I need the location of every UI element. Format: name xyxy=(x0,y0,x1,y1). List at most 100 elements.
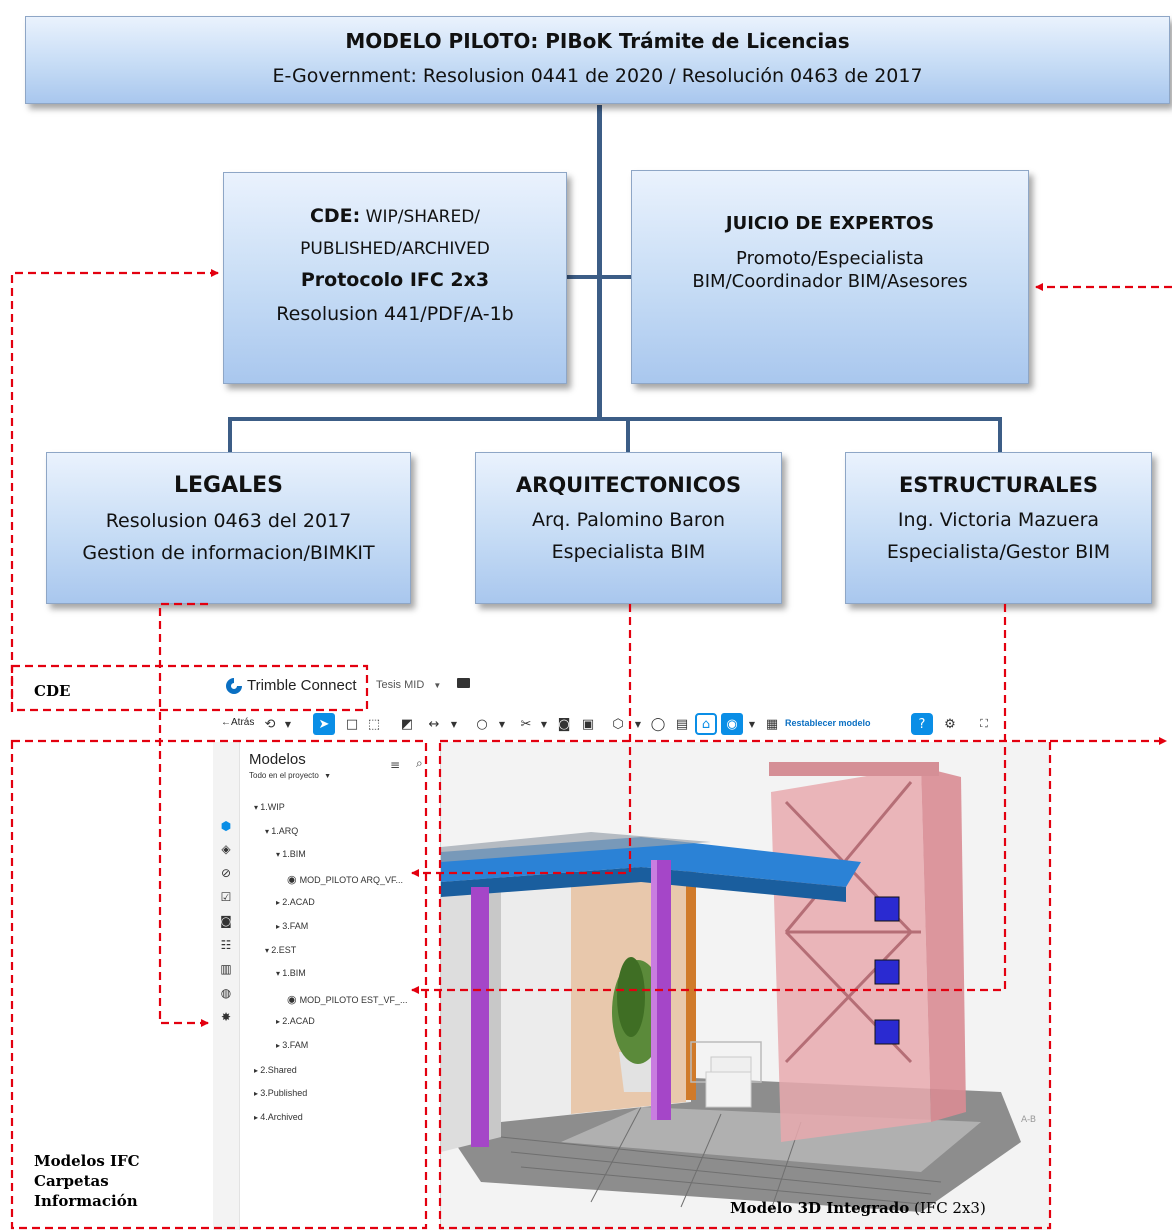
box-select-icon[interactable]: □ xyxy=(345,716,359,732)
tree-folder-item[interactable]: ▸ 2.ACAD xyxy=(276,897,315,907)
tree-folder-item[interactable]: ▾ 1.WIP xyxy=(254,802,285,812)
arq-line1: Arq. Palomino Baron xyxy=(532,509,725,531)
legales-box: LEGALES Resolusion 0463 del 2017 Gestion… xyxy=(46,452,411,604)
fit-icon[interactable]: ⬚ xyxy=(367,716,381,732)
panel-filter[interactable]: Todo en el proyecto ▼ xyxy=(249,771,331,780)
layers-icon[interactable]: ▤ xyxy=(675,716,689,732)
tree-folder-item[interactable]: ▸ 3.Published xyxy=(254,1088,307,1098)
arrow-left-icon: ← xyxy=(221,717,231,728)
shield-icon[interactable]: ◯ xyxy=(650,716,666,732)
orbit-icon[interactable]: ⟲ xyxy=(264,716,276,732)
model3d-rest: (IFC 2x3) xyxy=(909,1199,986,1217)
3d-viewport[interactable]: A-B B-B xyxy=(441,742,1050,1230)
cde-label: CDE xyxy=(34,682,71,700)
connector-arq xyxy=(626,417,630,453)
experts-line1: Promoto/Especialista xyxy=(736,248,924,269)
caret-right-icon: ▸ xyxy=(276,1017,283,1026)
eye-icon[interactable]: ◉ xyxy=(721,713,743,735)
tree-folder-item[interactable]: ▸ 2.Shared xyxy=(254,1065,297,1075)
tree-item-label: 3.Published xyxy=(260,1088,308,1098)
cde-prefix: CDE: xyxy=(309,205,361,227)
caret-right-icon: ▸ xyxy=(254,1113,261,1122)
caret-down-icon: ▾ xyxy=(254,803,261,812)
tree-folder-item[interactable]: ▸ 3.FAM xyxy=(276,921,308,931)
experts-title: JUICIO DE EXPERTOS xyxy=(725,213,935,234)
sort-icon[interactable]: ≡ xyxy=(390,758,401,772)
trimble-logo-icon xyxy=(226,678,242,694)
models-icon[interactable]: ⬢ xyxy=(220,819,232,833)
cde-line2: PUBLISHED/ARCHIVED xyxy=(300,239,490,259)
model-file-item[interactable]: ◉ MOD_PILOTO EST_VF_... xyxy=(287,993,408,1006)
layers-side-icon[interactable]: ◈ xyxy=(221,842,231,856)
camera-icon[interactable]: ◙ xyxy=(557,716,571,732)
est-line2: Especialista/Gestor BIM xyxy=(886,541,1111,563)
shape-dropdown-icon[interactable]: ▼ xyxy=(498,719,506,729)
tree-folder-item[interactable]: ▸ 4.Archived xyxy=(254,1112,303,1122)
model-file-item[interactable]: ◉ MOD_PILOTO ARQ_VF... xyxy=(287,873,403,886)
help-icon[interactable]: ? xyxy=(911,713,933,735)
experts-line2: BIM/Coordinador BIM/Asesores xyxy=(692,271,968,292)
tree-folder-item[interactable]: ▸ 3.FAM xyxy=(276,1040,308,1050)
project-selector[interactable]: Tesis MID ▼ xyxy=(376,679,441,691)
cde-line1-rest: WIP/SHARED/ xyxy=(360,207,481,227)
connector-legales xyxy=(228,417,232,453)
caret-right-icon: ▸ xyxy=(254,1066,261,1075)
trimble-connect-window: Trimble Connect Tesis MID ▼ ←Atrás ⟲ ▼ ➤… xyxy=(213,666,1050,1230)
note-icon[interactable]: ▣ xyxy=(581,716,595,732)
project-name: Tesis MID xyxy=(376,679,425,691)
tree-item-label: MOD_PILOTO ARQ_VF... xyxy=(299,875,404,885)
tree-folder-item[interactable]: ▾ 1.BIM xyxy=(276,849,306,859)
tree-icon[interactable]: ☷ xyxy=(220,938,232,952)
caret-right-icon: ▸ xyxy=(276,922,283,931)
checklist-icon[interactable]: ☑ xyxy=(220,890,232,904)
tree-item-label: 2.Shared xyxy=(260,1065,297,1075)
tree-item-label: 1.WIP xyxy=(260,802,285,812)
back-button[interactable]: ←Atrás xyxy=(221,717,254,728)
settings-side-icon[interactable]: ✸ xyxy=(220,1010,232,1024)
cde-line3: Protocolo IFC 2x3 xyxy=(300,269,490,291)
table-icon[interactable]: ▥ xyxy=(220,962,232,976)
arq-link xyxy=(411,604,632,877)
orbit-dropdown-icon[interactable]: ▼ xyxy=(284,719,292,729)
folder-icon[interactable] xyxy=(457,678,470,688)
eye-dropdown-icon[interactable]: ▼ xyxy=(748,719,756,729)
tree-item-label: 2.ACAD xyxy=(282,1016,315,1026)
reset-model-button[interactable]: Restablecer modelo xyxy=(785,718,871,728)
connector-cde-experts xyxy=(567,275,631,279)
brand-name: Trimble Connect xyxy=(247,677,357,694)
connector-horizontal-bottom xyxy=(228,417,1002,421)
sphere-icon[interactable]: ◍ xyxy=(220,986,232,1000)
tree-item-label: 2.ACAD xyxy=(282,897,315,907)
cube-icon[interactable]: ⬡ xyxy=(612,716,624,732)
calculator-icon[interactable]: ▦ xyxy=(765,716,779,732)
fullscreen-icon[interactable]: ⛶ xyxy=(980,717,988,730)
caret-down-icon: ▾ xyxy=(276,850,283,859)
measure-icon[interactable]: ↔ xyxy=(428,716,440,732)
select-tool-icon[interactable]: ➤ xyxy=(313,713,335,735)
gear-icon[interactable]: ⚙ xyxy=(944,716,956,732)
scissors-icon[interactable]: ✂ xyxy=(520,716,532,732)
camera-side-icon[interactable]: ◙ xyxy=(220,914,232,928)
grid-label-bb: B-B xyxy=(851,1205,866,1215)
eye-icon: ◉ xyxy=(287,994,300,1006)
side-icon-rail: ⬢ ◈ ⊘ ☑ ◙ ☷ ▥ ◍ ✸ xyxy=(213,742,240,1230)
tree-folder-item[interactable]: ▾ 1.BIM xyxy=(276,968,306,978)
shape-icon[interactable]: ○ xyxy=(476,716,488,732)
caret-right-icon: ▸ xyxy=(254,1089,261,1098)
markup-icon[interactable]: ◩ xyxy=(400,716,414,732)
cde-box: CDE: WIP/SHARED/ PUBLISHED/ARCHIVED Prot… xyxy=(223,172,567,384)
legales-title: LEGALES xyxy=(173,473,284,498)
cube-dropdown-icon[interactable]: ▼ xyxy=(634,719,642,729)
search-icon[interactable]: ⌕ xyxy=(416,756,423,770)
scissors-dropdown-icon[interactable]: ▼ xyxy=(540,719,548,729)
measure-dropdown-icon[interactable]: ▼ xyxy=(450,719,458,729)
model3d-label: Modelo 3D Integrado (IFC 2x3) xyxy=(730,1199,986,1217)
tree-folder-item[interactable]: ▾ 2.EST xyxy=(265,945,296,955)
connector-trunk xyxy=(597,105,602,421)
tree-folder-item[interactable]: ▾ 1.ARQ xyxy=(265,826,298,836)
lock-icon[interactable]: ⌂ xyxy=(695,713,717,735)
est-box: ESTRUCTURALES Ing. Victoria Mazuera Espe… xyxy=(845,452,1152,604)
cde-line1: CDE: WIP/SHARED/ xyxy=(224,205,566,227)
link-icon[interactable]: ⊘ xyxy=(220,866,232,880)
tree-folder-item[interactable]: ▸ 2.ACAD xyxy=(276,1016,315,1026)
